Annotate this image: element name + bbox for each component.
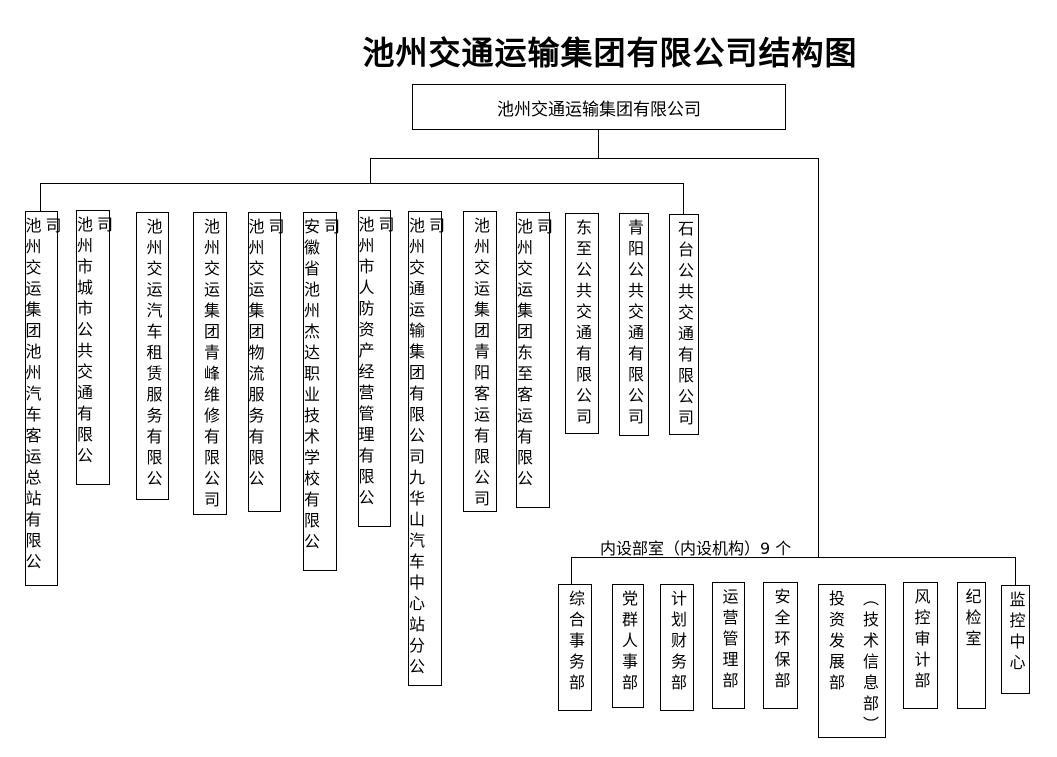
node-label: 池州交运集团物流服务有限公司: [245, 218, 285, 491]
subsidiary-node: 池州市城市公共交通有限公司: [74, 210, 113, 485]
departments-label: 内设部室（内设机构）9 个: [600, 539, 792, 558]
node-label: 安全环保部: [771, 588, 791, 693]
node-label: 监控中心: [1006, 591, 1026, 675]
subsidiary-node: 池州交运集团青阳客运有限公司: [463, 211, 497, 512]
department-node: 运营管理部: [712, 582, 745, 709]
subsidiary-node: 安徽省池州杰达职业技术学校有限公司: [301, 212, 340, 571]
node-label: 投资发展部: [826, 590, 845, 695]
department-node: 综合事务部: [558, 584, 592, 711]
department-node: 党群人事部: [612, 584, 644, 708]
node-note: （技术信息部）: [860, 590, 879, 737]
subsidiary-node: 池州市人防资产经营管理有限公司: [356, 210, 395, 527]
subsidiary-node: 池州交运集团物流服务有限公司: [246, 212, 285, 512]
connector: [818, 158, 819, 558]
subsidiary-node: 青阳公共交通有限公司: [619, 213, 649, 436]
subsidiary-node: 石台公共交通有限公司: [669, 214, 699, 435]
node-label: 纪检室: [962, 588, 982, 651]
node-label: 综合事务部: [566, 590, 585, 695]
department-node: 安全环保部: [763, 582, 798, 709]
department-node: 投资发展部 （技术信息部）: [818, 584, 886, 738]
node-label: 池州交运集团青峰维修有限公司: [201, 218, 220, 512]
node-label: 池州交运集团青阳客运有限公司: [471, 217, 490, 511]
subsidiary-node: 东至公共交通有限公司: [565, 213, 599, 434]
node-label: 党群人事部: [619, 590, 638, 695]
connector: [683, 183, 684, 214]
node-label: 东至公共交通有限公司: [573, 219, 592, 429]
chart-title: 池州交通运输集团有限公司结构图: [362, 34, 858, 72]
node-label: 青阳公共交通有限公司: [625, 219, 644, 429]
node-label: 池州交运集团东至客运有限公司: [514, 218, 553, 491]
subsidiary-node: 池州交运集团东至客运有限公司: [514, 212, 553, 508]
node-label: 安徽省池州杰达职业技术学校有限公司: [301, 218, 340, 554]
department-node: 计划财务部: [660, 584, 694, 711]
connector: [571, 557, 572, 584]
connector: [571, 557, 1016, 558]
subsidiary-node: 池州交通运输集团有限公司九华山汽车中心站分公司: [406, 211, 445, 686]
root-node: 池州交通运输集团有限公司: [412, 84, 786, 130]
node-label: 池州交运集团池州汽车客运总站有限公司: [22, 217, 62, 574]
node-label: 池州市人防资产经营管理有限公司: [355, 216, 395, 510]
connector: [1015, 557, 1016, 585]
node-label: 石台公共交通有限公司: [675, 220, 694, 430]
node-label: 运营管理部: [719, 588, 739, 693]
connector: [40, 183, 684, 184]
node-label: 风控审计部: [911, 588, 931, 693]
department-node: 监控中心: [1001, 585, 1030, 694]
node-label: 池州交通运输集团有限公司九华山汽车中心站分公司: [406, 217, 445, 679]
subsidiary-node: 池州交运汽车租赁服务有限公: [136, 212, 169, 500]
connector: [40, 183, 41, 211]
subsidiary-node: 池州交运集团青峰维修有限公司: [193, 212, 227, 515]
connector: [370, 158, 819, 159]
node-label: 计划财务部: [668, 590, 687, 695]
node-label: 池州市城市公共交通有限公司: [74, 216, 113, 468]
connector: [370, 158, 371, 183]
subsidiary-node: 池州交运集团池州汽车客运总站有限公司: [23, 211, 62, 586]
department-node: 纪检室: [957, 582, 986, 709]
department-node: 风控审计部: [903, 582, 938, 709]
node-label: 池州交运汽车租赁服务有限公: [143, 218, 163, 491]
connector: [598, 130, 599, 158]
